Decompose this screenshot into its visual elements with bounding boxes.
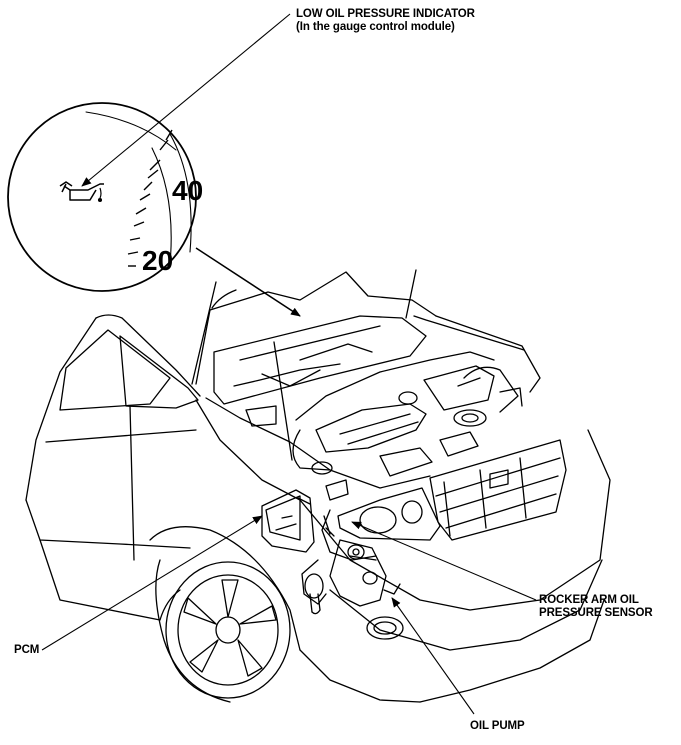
gauge-ticks [127,129,173,267]
leader-lines [41,13,537,715]
gauge-tick-label-lower: 20 [142,245,173,276]
gauge-magnifier [7,102,197,292]
open-hood [191,269,541,461]
callout-rocker-arm-line2: PRESSURE SENSOR [539,607,653,619]
callout-oil-pump-label: OIL PUMP [470,720,525,732]
callout-pcm: PCM [14,644,39,657]
pcm-module [261,489,315,553]
vehicle-body [25,314,611,703]
oil-pump-assembly [301,509,401,615]
oil-can-icon [59,181,104,203]
leader-pcm [41,515,263,651]
callout-low-oil-pressure-indicator: LOW OIL PRESSURE INDICATOR (In the gauge… [296,8,475,34]
callout-rocker-arm-line1: ROCKER ARM OIL [539,594,639,606]
callout-rocker-arm-oil-pressure-sensor: ROCKER ARM OIL PRESSURE SENSOR [539,594,653,620]
leader-gauge-to-dash [195,247,301,317]
gauge-tick-label-upper: 40 [172,175,203,206]
leader-rocker-arm-sensor [351,521,537,601]
engine-compartment [205,351,523,501]
callout-low-oil-pressure-indicator-line1: LOW OIL PRESSURE INDICATOR [296,8,475,20]
callout-low-oil-pressure-indicator-line2: (In the gauge control module) [296,21,455,33]
callout-pcm-label: PCM [14,644,40,656]
callout-oil-pump: OIL PUMP [470,720,525,733]
leader-oil-pump [391,597,475,715]
leader-low-oil-pressure-indicator [81,13,291,187]
